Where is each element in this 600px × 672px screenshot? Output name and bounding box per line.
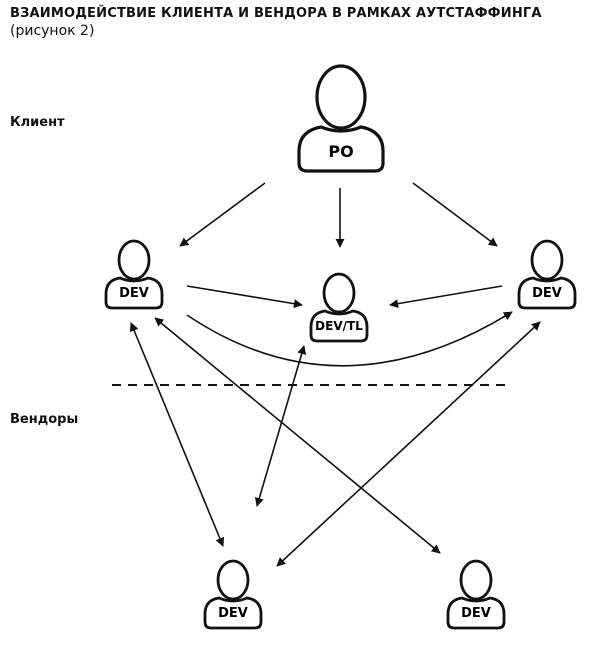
vendor-dev-left-label: DEV [218,606,248,621]
arrow-dev-right-to-dev-tl [389,285,503,309]
arrow-dev-right-vendor-dev-left [276,321,541,567]
arrow-dev-left-vendor-dev-left [129,322,225,547]
diagram-subtitle: (рисунок 2) [10,23,95,39]
person-vendor-dev-right: DEV [446,559,506,630]
client-dev-left-label: DEV [119,286,149,301]
diagram-title: Взаимодействие клиента и вендора в рамка… [10,6,542,21]
person-vendor-dev-left: DEV [203,559,263,630]
client-dev-tl-label: DEV/TL [315,319,363,333]
arrow-dev-left-vendor-dev-right [154,317,441,554]
arrow-po-to-dev-left [179,182,266,247]
arrow-dev-left-to-dev-tl [186,285,303,309]
vendors-section-label: Вендоры [10,412,79,427]
client-section-label: Клиент [10,115,65,130]
arrow-po-to-dev-right [412,182,498,247]
arrow-dev-tl-to-vendor [254,345,307,507]
person-client-dev-left: DEV [104,239,164,310]
vendor-dev-right-label: DEV [461,606,491,621]
client-dev-right-label: DEV [532,286,562,301]
person-client-dev-tl: DEV/TL [309,272,369,343]
po-label: PO [328,142,353,161]
person-client-dev-right: DEV [517,239,577,310]
person-po: PO [297,64,385,173]
